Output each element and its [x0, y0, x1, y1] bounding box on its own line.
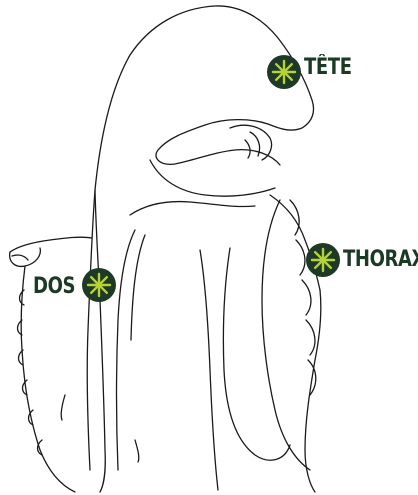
marker-dos[interactable] [81, 267, 117, 303]
label-dos: DOS [33, 276, 75, 298]
marker-tete[interactable] [266, 54, 302, 90]
label-tete: TÊTE [304, 57, 352, 79]
label-thorax: THORAX [343, 249, 418, 271]
asterisk-icon [273, 61, 295, 83]
asterisk-icon [312, 249, 334, 271]
asterisk-icon [88, 274, 110, 296]
marker-thorax[interactable] [305, 242, 341, 278]
